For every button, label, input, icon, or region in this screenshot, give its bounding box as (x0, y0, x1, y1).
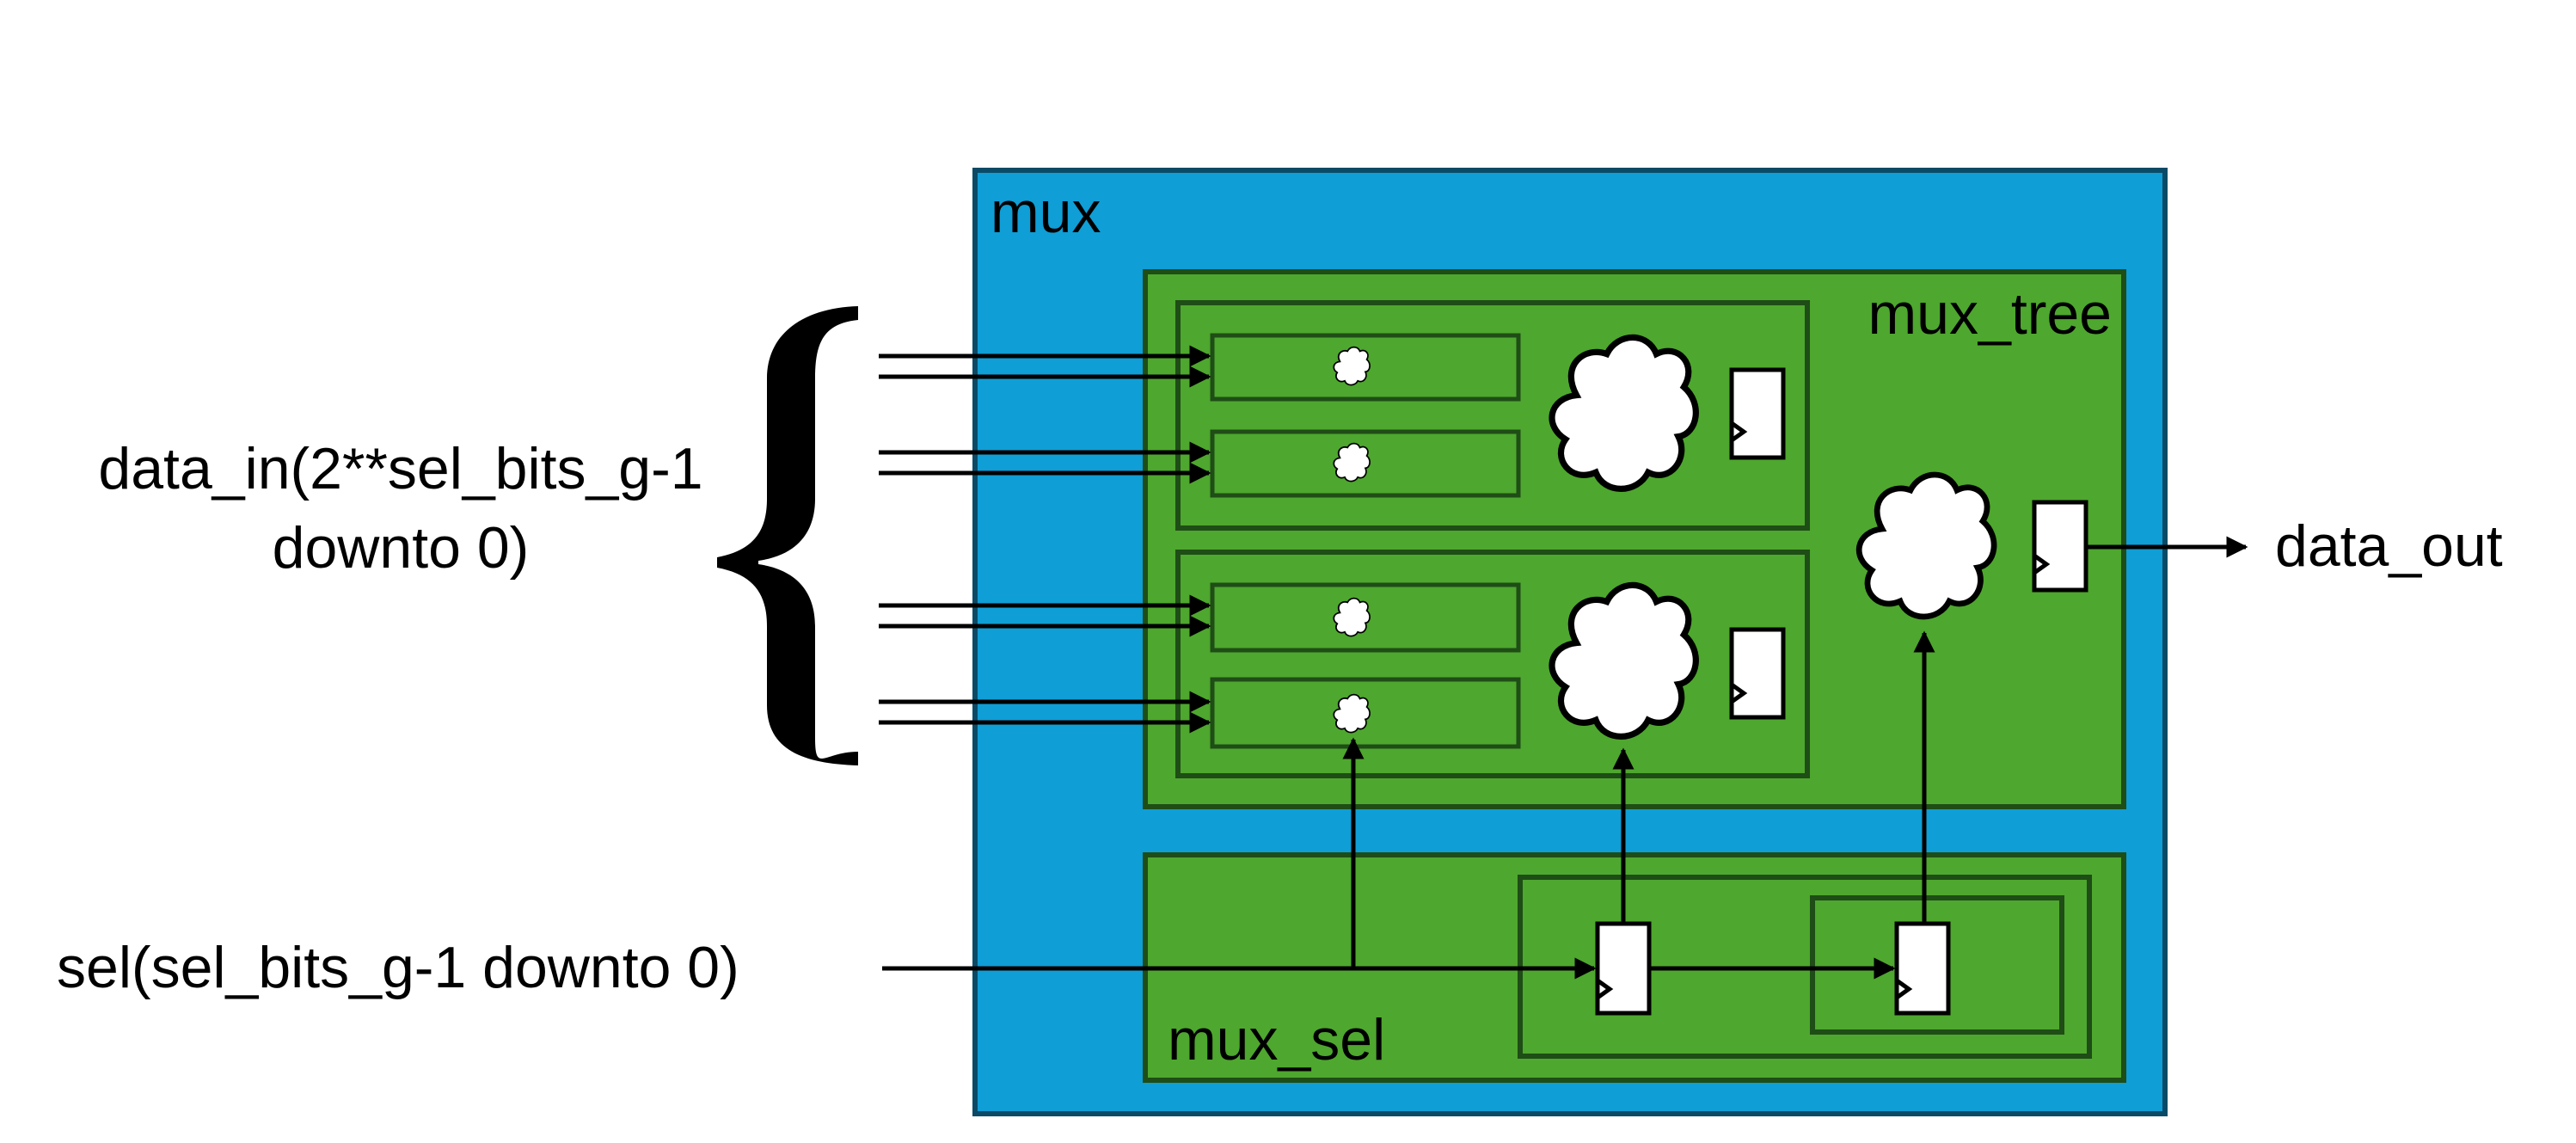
mux-label: mux (991, 180, 1101, 245)
flip-flop-upper (1729, 367, 1786, 460)
data-in-label-line2: downto 0) (273, 515, 530, 581)
flip-flop-output (2032, 500, 2088, 593)
flip-flop-lower (1729, 627, 1786, 720)
data-in-brace (717, 306, 858, 765)
sel-label: sel(sel_bits_g-1 downto 0) (57, 935, 739, 1000)
logic-cloud-lower (1552, 585, 1696, 736)
logic-cloud-final (1859, 475, 1994, 617)
logic-cloud-small (1333, 693, 1371, 734)
mux2-lower-b (1210, 677, 1521, 749)
logic-cloud-small (1333, 597, 1371, 637)
data-in-label-line1: data_in(2**sel_bits_g-1 (98, 436, 702, 501)
sel-flip-flop-1 (1595, 921, 1652, 1016)
mux-tree-label: mux_tree (1868, 281, 2112, 347)
logic-cloud-upper (1552, 337, 1696, 489)
data-out-label: data_out (2275, 513, 2503, 579)
sel-flip-flop-2 (1894, 921, 1951, 1016)
logic-cloud-small (1333, 442, 1371, 482)
sel-wires (882, 630, 1935, 980)
logic-cloud-small (1333, 346, 1371, 386)
data-in-arrows (879, 345, 1211, 734)
mux-sel-label: mux_sel (1168, 1007, 1385, 1072)
